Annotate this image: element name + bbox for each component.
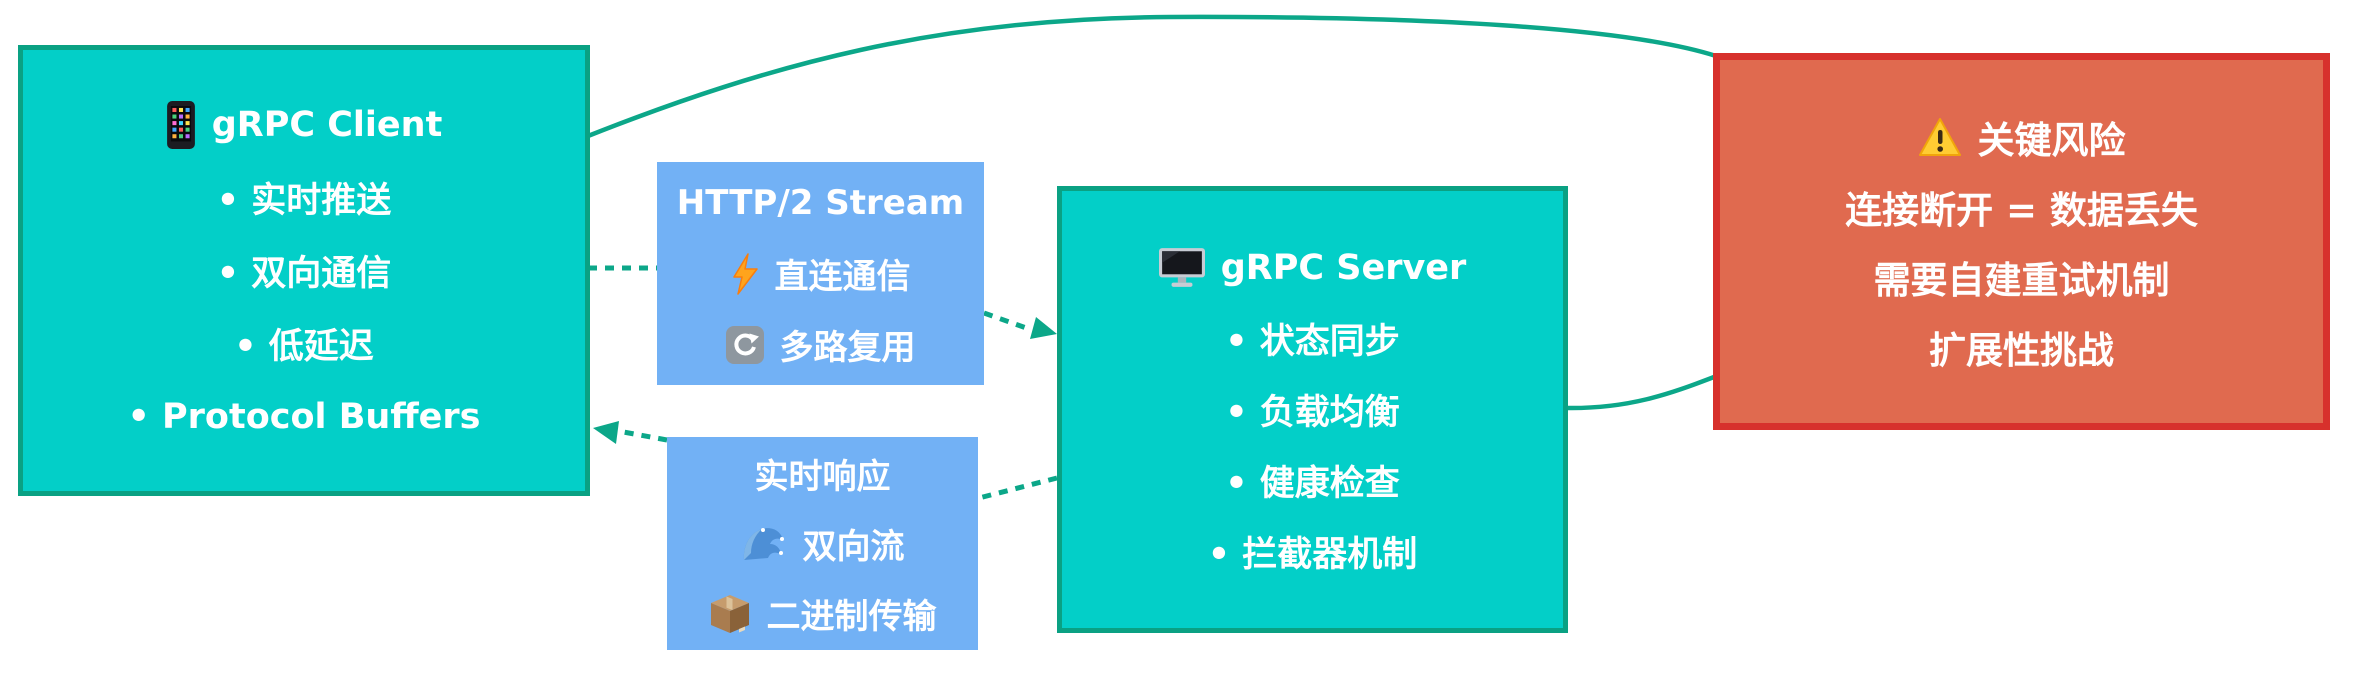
response-label-line: 双向流 [741, 509, 905, 579]
http2-label-line: HTTP/2 Stream [676, 182, 965, 223]
node-grpc-server: gRPC Server • 状态同步 • 负载均衡 • 健康检查 • 拦截器机制 [1057, 186, 1568, 633]
package-icon [709, 593, 751, 635]
edge-label-realtime-response: 实时响应 双向流 二进制传输 [667, 437, 978, 650]
edge-client-to-risk-curve [587, 14, 1717, 139]
client-title: gRPC Client [211, 104, 443, 145]
edge-server-to-response-label [978, 475, 1058, 501]
arrowhead-into-server [1030, 317, 1057, 339]
desktop-computer-icon [1158, 247, 1205, 288]
edge-server-to-risk-curve [1565, 374, 1715, 411]
edge-http2-label-to-server [983, 310, 1033, 333]
node-grpc-client: gRPC Client • 实时推送 • 双向通信 • 低延迟 • Protoc… [18, 45, 590, 496]
node-risk: 关键风险 连接断开 = 数据丢失 需要自建重试机制 扩展性挑战 [1713, 53, 2330, 430]
http2-label-line: 直连通信 [731, 238, 911, 309]
edge-response-label-to-client [617, 428, 668, 443]
mobile-phone-icon [166, 100, 196, 149]
risk-line: 需要自建重试机制 [1873, 258, 2170, 302]
client-title-row: gRPC Client [166, 88, 443, 161]
risk-title: 关键风险 [1977, 118, 2126, 162]
risk-line: 扩展性挑战 [1929, 328, 2114, 372]
warning-icon [1918, 117, 1962, 157]
response-label-line: 二进制传输 [709, 579, 937, 649]
client-item: • 双向通信 [216, 254, 392, 294]
edge-label-http2-stream: HTTP/2 Stream 直连通信 多路复用 [657, 162, 984, 385]
server-title-row: gRPC Server [1158, 232, 1467, 303]
arrowhead-into-client [593, 421, 619, 444]
client-item: • 实时推送 [216, 181, 392, 221]
risk-title-row: 关键风险 [1918, 102, 2126, 172]
counterclockwise-arrows-icon [725, 325, 764, 364]
client-item: • 低延迟 [234, 327, 374, 367]
risk-line: 连接断开 = 数据丢失 [1845, 188, 2198, 232]
server-item: • 负载均衡 [1225, 393, 1400, 433]
response-label-line: 实时响应 [754, 457, 891, 497]
server-item: • 状态同步 [1225, 322, 1400, 362]
server-title: gRPC Server [1220, 247, 1467, 288]
http2-label-line: 多路复用 [725, 309, 916, 380]
water-wave-icon [741, 526, 787, 562]
client-item: • Protocol Buffers [127, 396, 481, 437]
server-item: • 拦截器机制 [1207, 535, 1418, 575]
server-item: • 健康检查 [1225, 464, 1400, 504]
high-voltage-icon [731, 252, 759, 295]
